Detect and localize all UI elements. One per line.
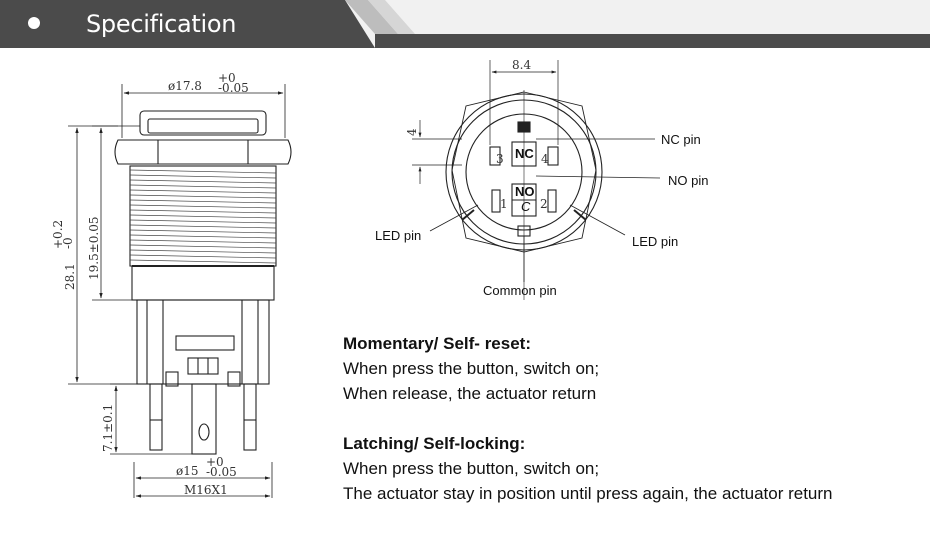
top-diameter-label: ø17.8	[168, 79, 202, 93]
thread-line	[129, 259, 277, 264]
thread-line	[129, 244, 277, 249]
front-view	[412, 60, 661, 300]
technical-drawing: ø17.8 +0 -0.05 28.1 +0.2 -0 19.5±0.05 7.…	[51, 58, 708, 498]
thread-line	[129, 249, 277, 254]
thread-line	[129, 174, 277, 179]
no-pin-label: NO pin	[668, 173, 708, 188]
thread-line	[129, 229, 277, 234]
thread-line	[129, 194, 277, 199]
no-box-label: NO	[515, 184, 535, 199]
thread-line	[129, 214, 277, 219]
terminal-length-label: 7.1±0.1	[101, 404, 115, 452]
hex-nut	[114, 139, 292, 165]
bottom-diameter-label: ø15	[176, 464, 199, 478]
thread-lines	[129, 169, 277, 264]
common-pin-label: Common pin	[483, 283, 557, 298]
threaded-body	[129, 165, 277, 267]
thread-line	[129, 239, 277, 244]
nc-box	[511, 141, 537, 167]
side-view	[68, 84, 292, 498]
terminal-left	[149, 383, 163, 451]
thread-spec-label: M16X1	[184, 483, 228, 497]
top-diameter-tol-lower: -0.05	[218, 81, 249, 95]
thread-line	[129, 209, 277, 214]
latching-heading: Latching/ Self-locking:	[343, 434, 526, 453]
lower-housing	[131, 265, 275, 301]
thread-line	[129, 234, 277, 239]
button-cap	[139, 110, 267, 136]
thread-line	[129, 219, 277, 224]
total-height-tol-lower: -0	[61, 237, 75, 249]
led-pin-left-label: LED pin	[375, 228, 421, 243]
thread-line	[129, 169, 277, 174]
section-header: Specification	[0, 0, 930, 48]
total-height-tol-upper: +0.2	[51, 220, 65, 249]
latching-line-1: When press the button, switch on;	[343, 459, 600, 478]
latching-line-2: The actuator stay in position until pres…	[343, 484, 833, 503]
nc-pin-label: NC pin	[661, 132, 701, 147]
led-pin-right-label: LED pin	[632, 234, 678, 249]
momentary-description: Momentary/ Self- reset: When press the b…	[343, 331, 599, 406]
momentary-line-2: When release, the actuator return	[343, 384, 597, 403]
latching-description: Latching/ Self-locking: When press the b…	[343, 431, 833, 506]
thread-line	[129, 179, 277, 184]
momentary-heading: Momentary/ Self- reset:	[343, 334, 531, 353]
terminal-center	[191, 383, 217, 455]
thread-length-label: 19.5±0.05	[87, 217, 101, 281]
pin-number-3: 3	[496, 152, 504, 166]
side-dim-label: 4	[405, 128, 419, 136]
base-block	[136, 299, 270, 385]
terminal-right	[243, 383, 257, 451]
thread-line	[129, 254, 277, 259]
momentary-line-1: When press the button, switch on;	[343, 359, 600, 378]
width-dim-label: 8.4	[512, 58, 531, 72]
total-height-label: 28.1	[63, 263, 77, 290]
c-box-label: C	[521, 199, 531, 214]
thread-line	[129, 199, 277, 204]
thread-line	[129, 184, 277, 189]
thread-line	[129, 189, 277, 194]
pin-number-1: 1	[500, 197, 508, 211]
thread-line	[129, 224, 277, 229]
bottom-diameter-tol-upper: +0	[206, 455, 224, 469]
page-title: Specification	[86, 10, 237, 38]
pin-number-4: 4	[541, 152, 549, 166]
bullet-icon	[28, 17, 40, 29]
pin-number-2: 2	[540, 197, 548, 211]
thread-line	[129, 204, 277, 209]
nc-box-label: NC	[515, 146, 534, 161]
top-diameter-tol-upper: +0	[218, 71, 236, 85]
header-bar-background	[0, 0, 930, 48]
bottom-diameter-tol-lower: -0.05	[206, 465, 237, 479]
